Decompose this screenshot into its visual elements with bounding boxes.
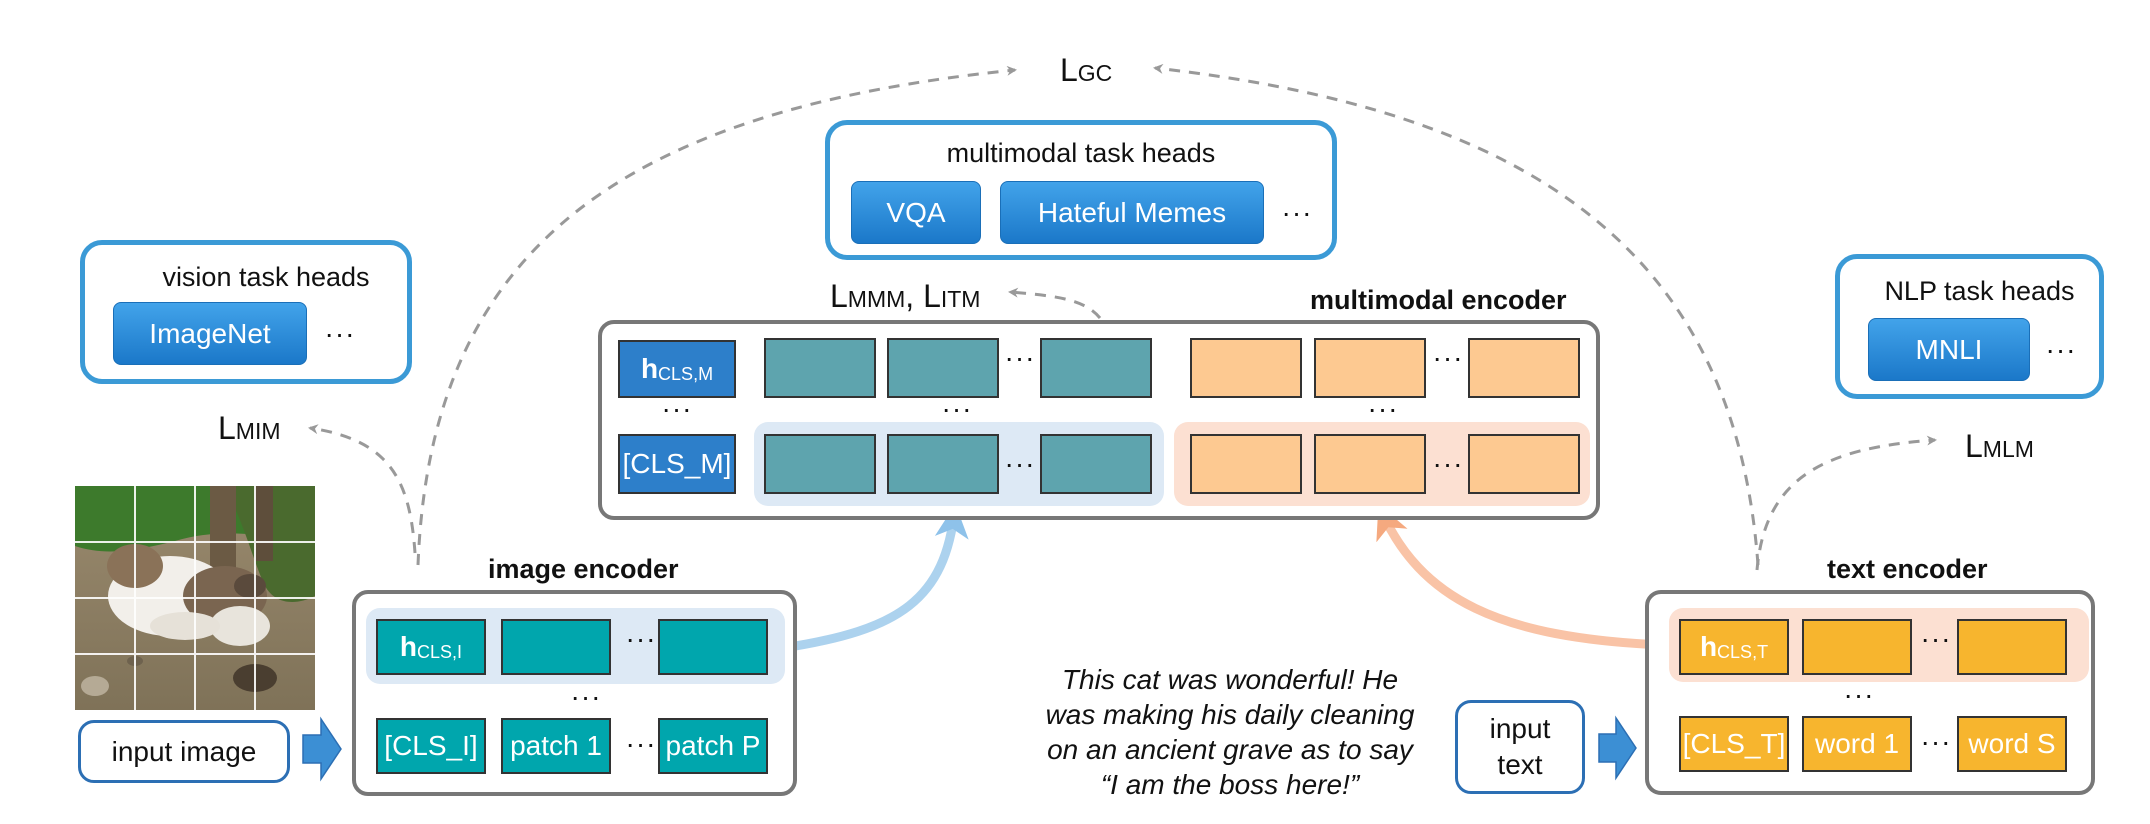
quote-line-1: This cat was wonderful! He: [1061, 664, 1399, 695]
multimodal-task-heads-title: multimodal task heads: [946, 137, 1216, 168]
input-text-label: input text: [1455, 700, 1585, 794]
gc-arc-right: [1153, 63, 1760, 566]
text-token-ellipsis: ···: [1920, 726, 1952, 757]
multimodal-image-hidden-1: [764, 338, 876, 398]
image-token-ellipsis: ···: [625, 728, 657, 759]
image-hidden-1: [501, 619, 611, 675]
multimodal-image-hidden-ellipsis: ···: [1004, 342, 1036, 373]
multimodal-cls-vdots: ···: [661, 393, 693, 424]
vqa-head-button[interactable]: VQA: [851, 181, 981, 244]
image-encoder-title: image encoder: [488, 554, 679, 584]
multimodal-image-hidden-last: [1040, 338, 1152, 398]
image-encoder-vdots: ···: [570, 681, 602, 712]
image-to-multimodal-arrow: [782, 504, 969, 653]
multimodal-text-hidden-ellipsis: ···: [1432, 342, 1464, 373]
loss-mmm-itm: LMMM, LITM: [830, 278, 981, 314]
loss-mlm: LMLM: [1965, 428, 2034, 464]
multimodal-image-input-1: [764, 434, 876, 494]
image-cls-token: [CLS_I]: [376, 718, 486, 774]
quote-line-2: was making his daily cleaning: [1045, 699, 1415, 730]
nlp-task-heads-title: NLP task heads: [1884, 275, 2075, 306]
nlp-heads-more: ···: [2045, 333, 2077, 365]
multimodal-image-input-ellipsis: ···: [1004, 448, 1036, 479]
input-image-photo: [75, 486, 315, 710]
multimodal-text-hidden-2: [1314, 338, 1426, 398]
multimodal-text-input-ellipsis: ···: [1432, 448, 1464, 479]
mmm-itm-arc: [1008, 287, 1102, 319]
text-hidden-ellipsis: ···: [1920, 623, 1952, 654]
quote-line-4: “I am the boss here!”: [1100, 769, 1360, 800]
quote-line-3: on an ancient grave as to say: [1047, 734, 1413, 765]
loss-mim: LMIM: [218, 410, 281, 446]
text-hidden-1: [1802, 619, 1912, 675]
vision-task-heads-title: vision task heads: [162, 261, 370, 292]
nlp-task-heads-panel: NLP task heads MNLI ···: [1835, 254, 2104, 399]
vision-task-heads-panel: vision task heads ImageNet ···: [80, 240, 412, 384]
text-to-multimodal-arrow: [1375, 504, 1664, 650]
text-hidden-last: [1957, 619, 2067, 675]
gc-arc-left: [416, 65, 1017, 566]
multimodal-text-hidden-1: [1190, 338, 1302, 398]
mnli-head-button[interactable]: MNLI: [1868, 318, 2030, 381]
vision-heads-more: ···: [324, 317, 356, 349]
multimodal-image-input-last: [1040, 434, 1152, 494]
patch-1-token: patch 1: [501, 718, 611, 774]
multimodal-text-vdots: ···: [1367, 393, 1399, 424]
image-input-arrow: [302, 716, 342, 782]
multimodal-cls-token: [CLS_M]: [618, 434, 736, 494]
loss-gc: LGC: [1060, 52, 1113, 88]
image-hidden-last: [658, 619, 768, 675]
word-1-token: word 1: [1802, 716, 1912, 772]
multimodal-image-vdots: ···: [941, 393, 973, 424]
multimodal-heads-more: ···: [1281, 196, 1313, 228]
text-encoder-vdots: ···: [1843, 679, 1875, 710]
imagenet-head-button[interactable]: ImageNet: [113, 302, 307, 365]
multimodal-text-input-last: [1468, 434, 1580, 494]
text-cls-token: [CLS_T]: [1679, 716, 1789, 772]
multimodal-task-heads-panel: multimodal task heads VQA Hateful Memes …: [825, 120, 1337, 260]
multimodal-image-hidden-2: [887, 338, 999, 398]
multimodal-encoder-title: multimodal encoder: [1310, 285, 1567, 315]
mim-arc: [308, 424, 417, 554]
hateful-memes-head-button[interactable]: Hateful Memes: [1000, 181, 1264, 244]
text-encoder-title: text encoder: [1827, 554, 1988, 584]
multimodal-text-input-2: [1314, 434, 1426, 494]
multimodal-image-input-2: [887, 434, 999, 494]
input-image-label: input image: [78, 720, 290, 783]
image-hidden-ellipsis: ···: [625, 623, 657, 654]
text-input-arrow: [1598, 715, 1637, 781]
multimodal-text-input-1: [1190, 434, 1302, 494]
mlm-arc: [1755, 435, 1937, 571]
multimodal-text-hidden-last: [1468, 338, 1580, 398]
word-s-token: word S: [1957, 716, 2067, 772]
input-text-sample: This cat was wonderful! He was making hi…: [1025, 662, 1435, 802]
patch-p-token: patch P: [658, 718, 768, 774]
